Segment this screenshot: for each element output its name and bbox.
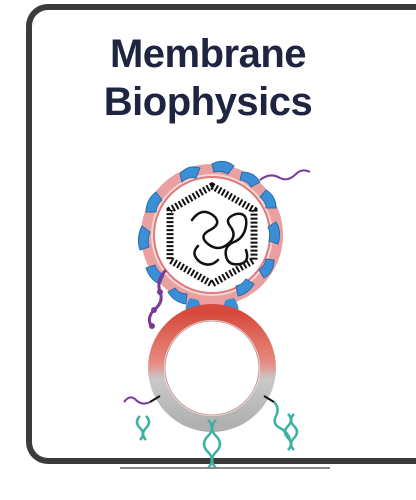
target-membrane-ring: [156, 312, 268, 424]
glycan-top-right: [260, 170, 310, 180]
virus-membrane-fusion-icon: [120, 150, 330, 470]
dna-lower-right: [274, 402, 290, 440]
card-title-line-1: Membrane: [0, 30, 416, 78]
glycan-lower-left: [124, 397, 150, 403]
card-title-line-2: Biophysics: [0, 78, 416, 126]
